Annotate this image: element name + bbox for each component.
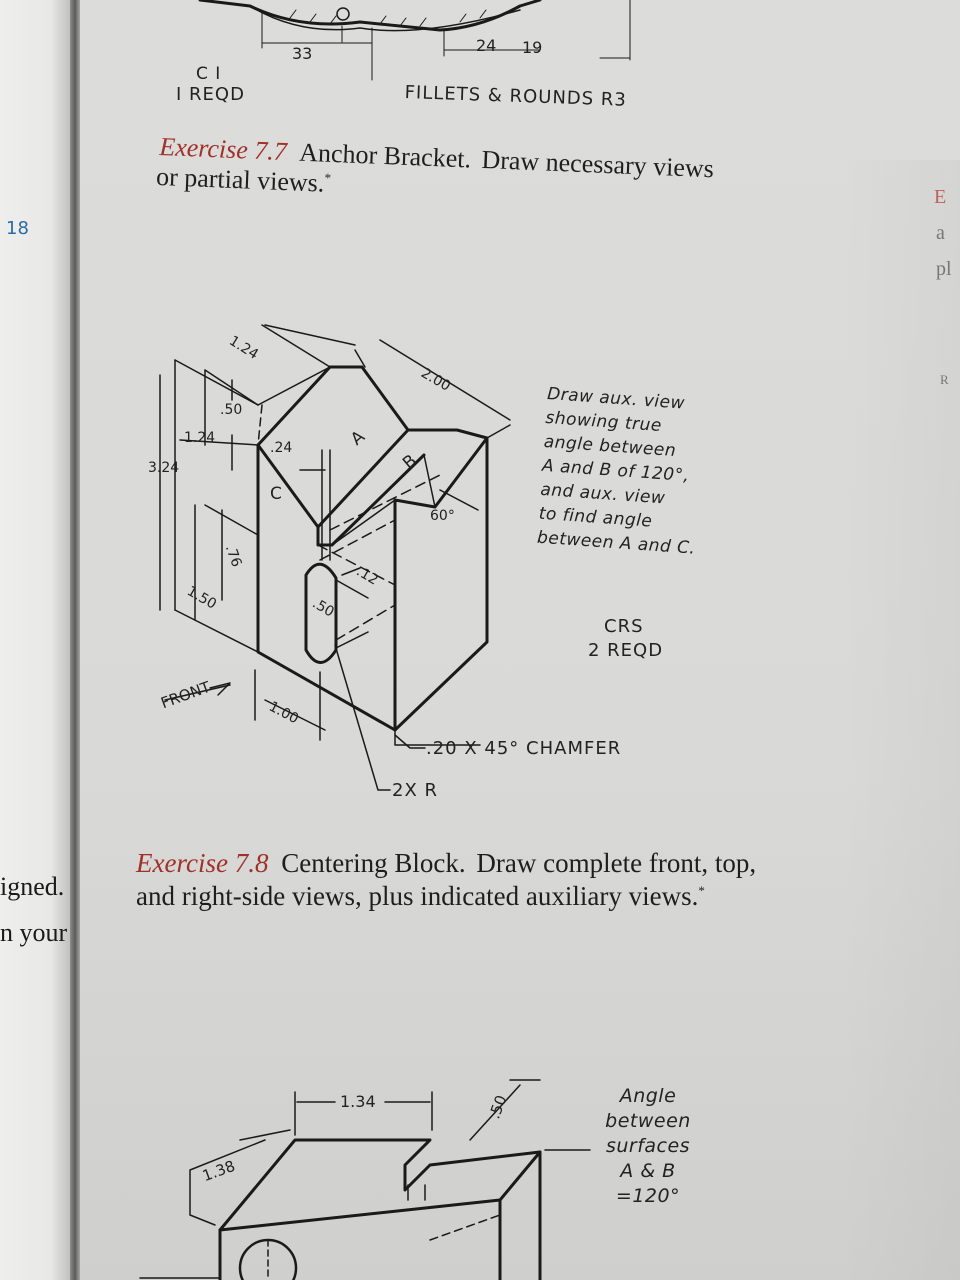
anchor-bracket-drawing [159,324,511,791]
centering-block-drawing [139,1079,591,1280]
exercise-7-8-heading: Exercise 7.8 Centering Block. Draw compl… [136,848,756,912]
material-label: CRS [604,616,644,637]
exercise-title: Centering Block. [281,848,466,878]
dimension-label: 1.24 [184,430,216,446]
dimension-label: .24 [270,440,293,456]
note-line: =120° [615,1185,681,1207]
aux-view-instructions: Draw aux. view showing true angle betwee… [536,382,706,561]
dimension-label: 33 [292,44,313,63]
dimension-label: 1.34 [340,1092,376,1111]
main-page [80,0,960,1280]
footnote-mark: * [698,883,705,898]
quantity-label: I REQD [176,84,245,105]
chamfer-note: .20 X 45° CHAMFER [426,738,622,759]
left-text-fragment: n your [0,918,68,947]
book-gutter [70,0,80,1280]
radius-note: 2X R [392,780,439,801]
angle-note: Angle between surfaces A & B =120° [598,1084,698,1209]
part-id: C I [196,64,222,84]
footnote-mark: * [324,169,332,186]
page-number: 18 [6,218,29,239]
right-edge-fragment: a [936,222,945,244]
right-edge-fragment: R [940,372,949,387]
top-partial-drawing [198,0,631,81]
dimension-label: .50 [220,402,243,418]
note-line: between [605,1110,691,1132]
exercise-label: Exercise 7.8 [136,848,269,878]
dimension-label: 60° [430,508,455,524]
bleed-through [840,160,960,1280]
note-line: A & B [620,1160,676,1182]
left-text-fragment: igned. [0,872,65,901]
exercise-text: and right-side views, plus indicated aux… [136,881,699,911]
surface-label-c: C [270,484,283,504]
note-line: surfaces [605,1135,691,1157]
left-page: 18 igned. n your [0,0,72,1280]
quantity-label: 2 REQD [588,640,664,661]
dimension-label: 3.24 [148,460,180,476]
note-line: Angle [619,1085,677,1107]
exercise-text: Draw complete front, top, [476,848,757,878]
exercise-text: or partial views. [155,161,325,198]
dimension-label: 24 [476,36,497,55]
dimension-label: 19 [522,38,543,57]
exercise-label: Exercise 7.7 [158,132,288,167]
right-edge-fragment: pl [936,258,952,280]
right-edge-fragment: E [934,186,947,208]
